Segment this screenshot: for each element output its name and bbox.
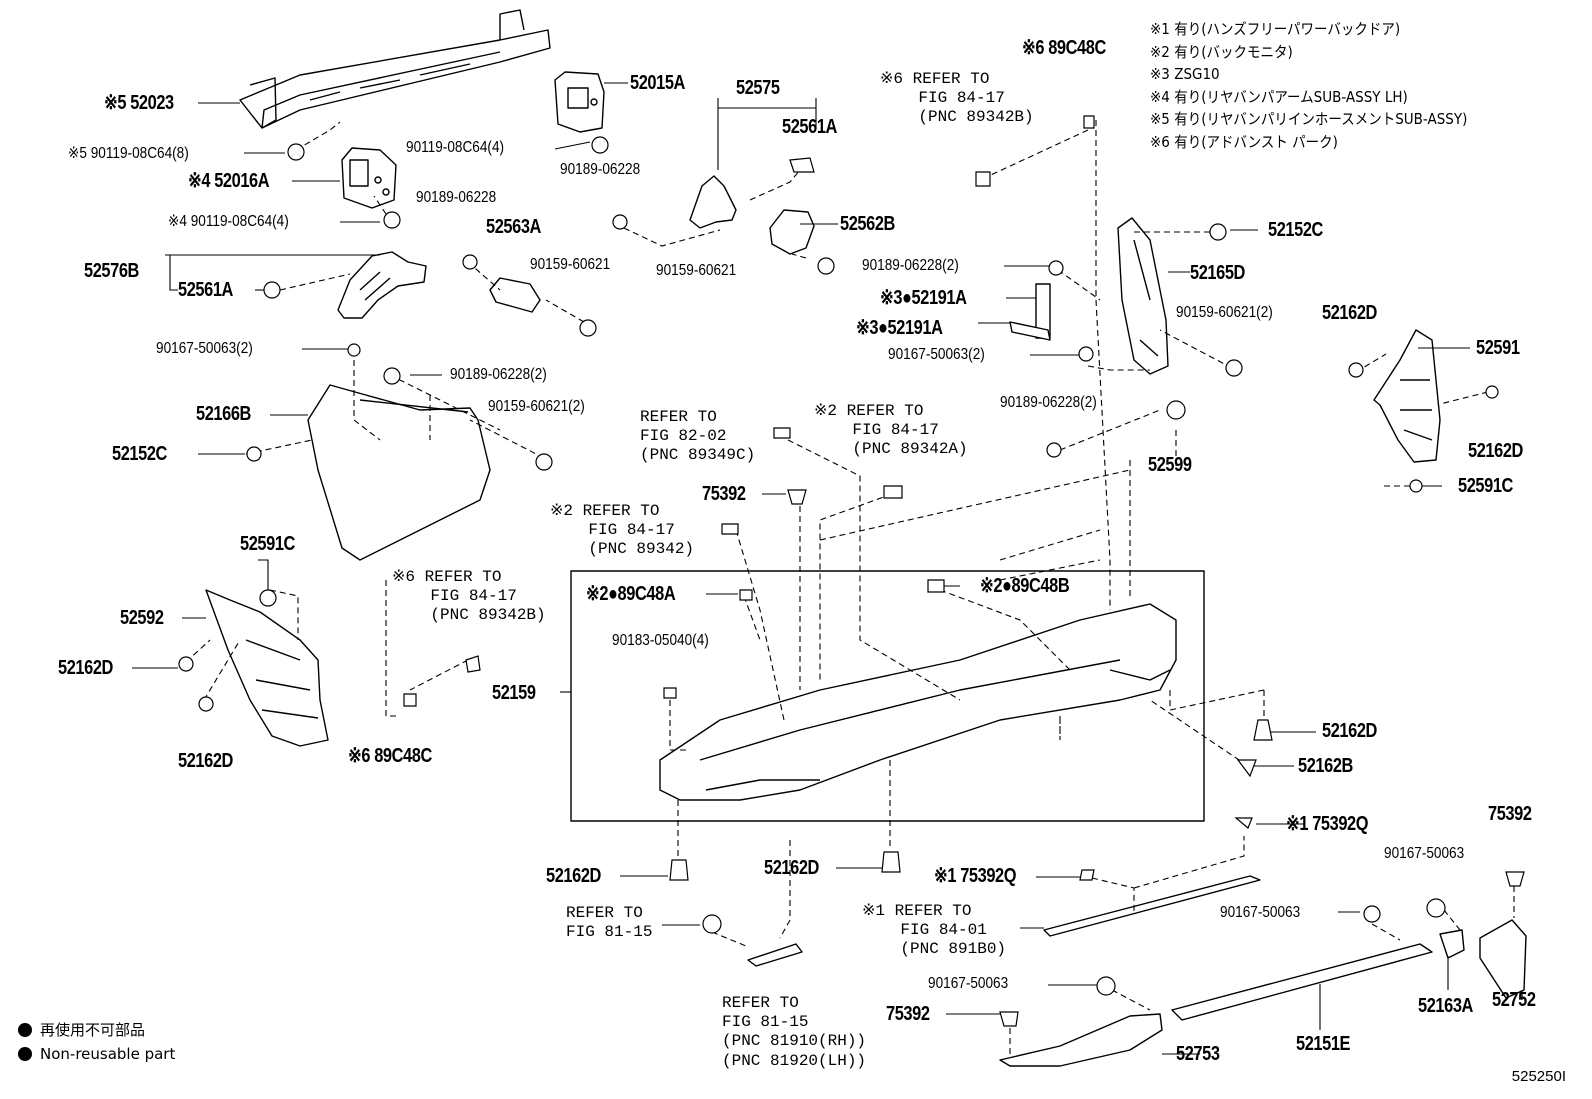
legend-jp: 再使用不可部品	[18, 1019, 145, 1040]
part-label: 52562B	[840, 213, 895, 235]
part-label: 90189-06228(2)	[862, 257, 959, 274]
stay-52165d	[1117, 217, 1169, 375]
part-label: 90159-60621(2)	[488, 398, 585, 415]
part-label: 90159-60621	[656, 262, 737, 279]
part-label: 52753	[1176, 1043, 1220, 1065]
bumper-cover	[659, 603, 1177, 801]
figure-reference: ※2 REFER TO FIG 84-17 (PNC 89342)	[550, 502, 695, 559]
arm-52576b	[337, 251, 427, 319]
legend-jp-text: 再使用不可部品	[40, 1021, 146, 1039]
part-label: 52163A	[1418, 995, 1473, 1017]
part-label: 52561A	[782, 116, 837, 138]
figure-reference: ※2 REFER TO FIG 84-17 (PNC 89342A)	[814, 402, 968, 459]
note-3: ※3 ZSG10	[1150, 65, 1220, 83]
part-label: 90189-06228(2)	[1000, 394, 1097, 411]
part-label: ※4 90119-08C64(4)	[168, 213, 289, 230]
part-label: 52159	[492, 682, 536, 704]
part-label: 52166B	[196, 403, 251, 425]
part-label: 90167-50063(2)	[888, 346, 985, 363]
part-label: 52152C	[112, 443, 167, 465]
part-label: 52591C	[1458, 475, 1513, 497]
part-label: 90183-05040(4)	[612, 632, 709, 649]
figure-code: 525250I	[1511, 1068, 1566, 1085]
part-label: 52575	[736, 77, 780, 99]
part-label: ※2●89C48A	[586, 583, 676, 605]
part-label: 52162B	[1298, 755, 1353, 777]
part-label: 52591C	[240, 533, 295, 555]
part-label: 90189-06228	[560, 161, 641, 178]
part-label: 90119-08C64(4)	[406, 139, 505, 156]
part-label: ※6 89C48C	[348, 745, 432, 767]
reinforcement-part	[239, 9, 551, 129]
bumper-frame	[570, 570, 1205, 822]
part-label: 52561A	[178, 279, 233, 301]
part-label: 90159-60621	[530, 256, 611, 273]
part-label: 52591	[1476, 337, 1520, 359]
retainer-52563a	[489, 277, 541, 313]
step-pad-52151e	[1171, 943, 1433, 1021]
non-reusable-dot-icon	[18, 1047, 32, 1061]
figure-reference: ※6 REFER TO FIG 84-17 (PNC 89342B)	[392, 568, 546, 625]
part-label: ※2●89C48B	[980, 575, 1070, 597]
legend-en: Non-reusable part	[18, 1045, 175, 1063]
mudguard-52592	[205, 589, 329, 747]
figure-reference: ※6 REFER TO FIG 84-17 (PNC 89342B)	[880, 70, 1034, 127]
part-label: ※3●52191A	[856, 317, 943, 339]
part-label: 75392	[886, 1003, 930, 1025]
bracket-52016a	[341, 147, 397, 209]
part-label: ※4 52016A	[188, 170, 270, 192]
part-label: 90167-50063	[928, 975, 1009, 992]
notes-block: ※1 有り(ハンズフリーパワーバックドア) ※2 有り(バックモニタ) ※3 Z…	[1150, 18, 1503, 153]
part-label: 90159-60621(2)	[1176, 304, 1273, 321]
non-reusable-dot-icon	[18, 1023, 32, 1037]
part-label: ※6 89C48C	[1022, 37, 1106, 59]
part-label: 52162D	[1322, 720, 1377, 742]
part-label: 52162D	[546, 865, 601, 887]
note-5: ※5 有り(リヤバンパリインホースメントSUB-ASSY)	[1150, 110, 1468, 128]
part-label: 52162D	[1468, 440, 1523, 462]
part-label: 52599	[1148, 454, 1192, 476]
part-label: ※1 75392Q	[934, 865, 1017, 887]
part-label: ※5 90119-08C64(8)	[68, 145, 189, 162]
part-label: 90167-50063	[1220, 904, 1301, 921]
part-label: 52162D	[178, 750, 233, 772]
part-label: 52151E	[1296, 1033, 1351, 1055]
bracket-52015a	[554, 71, 605, 133]
figure-reference: REFER TO FIG 81-15	[566, 904, 653, 942]
cover-52166b	[307, 384, 491, 561]
part-label: ※1 75392Q	[1286, 813, 1369, 835]
part-label: 52162D	[1322, 302, 1377, 324]
bracket-52575	[689, 175, 815, 255]
figure-reference: REFER TO FIG 82-02 (PNC 89349C)	[640, 408, 756, 465]
part-label: 52162D	[58, 657, 113, 679]
part-label: ※3●52191A	[880, 287, 967, 309]
part-label: 90189-06228	[416, 189, 497, 206]
figure-reference: REFER TO FIG 81-15 (PNC 81910(RH)) (PNC …	[722, 994, 867, 1070]
part-label: 52152C	[1268, 219, 1323, 241]
note-2: ※2 有り(バックモニタ)	[1150, 42, 1293, 61]
mudguard-52591	[1373, 329, 1441, 463]
note-1: ※1 有り(ハンズフリーパワーバックドア)	[1150, 20, 1401, 38]
part-label: ※5 52023	[104, 92, 174, 114]
part-label: 75392	[702, 483, 746, 505]
part-label: 90167-50063	[1384, 845, 1465, 862]
part-label: 52563A	[486, 216, 541, 238]
part-label: 52752	[1492, 989, 1536, 1011]
part-label: 90167-50063(2)	[156, 340, 253, 357]
part-label: 52165D	[1190, 262, 1245, 284]
part-label: 52576B	[84, 260, 139, 282]
legend-en-text: Non-reusable part	[40, 1045, 176, 1063]
note-4: ※4 有り(リヤバンパアームSUB-ASSY LH)	[1150, 87, 1408, 106]
part-label: 52162D	[764, 857, 819, 879]
part-label: 52015A	[630, 72, 685, 94]
note-6: ※6 有り(アドバンスト パーク)	[1150, 132, 1338, 151]
part-label: 52592	[120, 607, 164, 629]
part-label: 75392	[1488, 803, 1532, 825]
figure-reference: ※1 REFER TO FIG 84-01 (PNC 891B0)	[862, 902, 1007, 959]
part-label: 90189-06228(2)	[450, 366, 547, 383]
